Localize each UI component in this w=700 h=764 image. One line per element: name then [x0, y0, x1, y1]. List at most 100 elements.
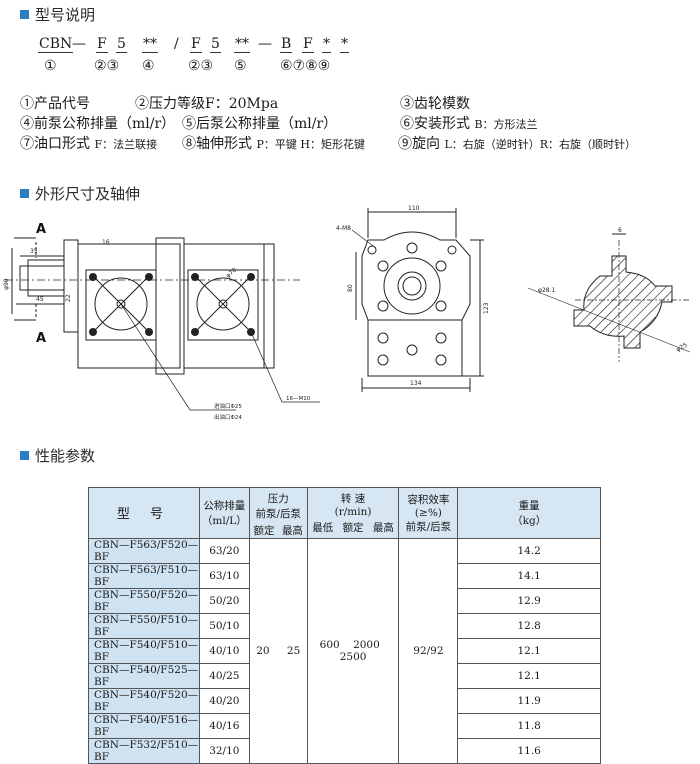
cell-model: CBN—F563/F510—BF: [88, 562, 200, 589]
cell-model: CBN—F540/F510—BF: [88, 637, 200, 664]
cell-weight: 11.6: [457, 737, 601, 764]
code-number: ④: [142, 58, 155, 74]
cell-displacement: 40/25: [198, 662, 250, 689]
header-line: 容积效率: [407, 493, 450, 506]
code-part: 5: [210, 36, 221, 53]
header-line: 重量: [518, 499, 540, 512]
header-unit: (r/min): [334, 506, 372, 518]
header-sub: 最高: [281, 525, 303, 537]
desc-item: ③齿轮模数: [400, 96, 470, 112]
code-part: **: [142, 36, 158, 53]
table-row: CBN—F563/F520—BF 63/20 20 25 600 2000 25…: [88, 537, 601, 764]
header-unit: （kg）: [512, 514, 547, 527]
cell-efficiency: 92/92: [398, 537, 459, 764]
bolt-label: 4-M8: [336, 225, 351, 232]
col-header-speed: 转 速 (r/min) 最低 额定 最高: [306, 487, 400, 538]
cell-weight: 14.2: [457, 537, 601, 564]
desc-label: ⑧轴伸形式: [182, 136, 252, 152]
cell-value: 2000: [353, 638, 380, 651]
side-view-drawing: A A φ90 35: [3, 222, 320, 421]
header-unit: （ml/L）: [201, 514, 247, 527]
dimension-label: 45: [36, 296, 44, 303]
cell-displacement: 32/10: [198, 737, 250, 764]
cell-pressure: 20 25: [248, 537, 308, 764]
code-part: F: [190, 36, 202, 53]
header-unit: 前泵/后泵: [405, 520, 452, 533]
cell-weight: 11.8: [457, 712, 601, 739]
desc-item: ⑥安装形式 B：方形法兰: [400, 113, 538, 133]
code-number: ②③: [188, 58, 214, 74]
cell-displacement: 50/20: [198, 587, 250, 614]
dimension-label: 6: [618, 227, 622, 234]
cell-value: 2500: [339, 650, 367, 663]
cell-model: CBN—F550/F510—BF: [88, 612, 200, 639]
section-label-a: A: [36, 222, 46, 237]
cell-value: 25: [286, 644, 301, 657]
port-note: 出油口Φ24: [214, 413, 242, 421]
code-part: **: [234, 36, 250, 53]
dimension-label: φ70: [225, 267, 239, 280]
header-sub: 最低: [312, 522, 334, 534]
code-part: F: [96, 36, 108, 53]
section-title-text: 性能参数: [35, 447, 96, 465]
dimension-label: 134: [410, 380, 422, 387]
header-line: 转 速: [340, 493, 366, 505]
dimension-label: 35: [30, 248, 38, 255]
col-header-model: 型 号: [88, 487, 200, 539]
code-part: 5: [116, 36, 127, 53]
code-dash: —: [72, 36, 86, 52]
dimension-label: 123: [483, 302, 490, 314]
desc-detail: L：右旋（逆时针）R：右旋（顺时针）: [444, 138, 637, 151]
col-header-weight: 重量 （kg）: [457, 487, 601, 539]
cell-model: CBN—F550/F520—BF: [88, 587, 200, 614]
square-bullet-icon: [20, 451, 29, 460]
desc-detail: P：平键 H：矩形花键: [256, 138, 365, 151]
code-number: ①: [44, 58, 57, 74]
header-sub: 额定: [342, 522, 364, 534]
dimension-label: 80: [347, 284, 354, 292]
desc-detail: B：方形法兰: [474, 118, 538, 131]
desc-item: ④前泵公称排量（ml/r）: [20, 116, 176, 132]
cell-weight: 12.1: [457, 662, 601, 689]
cell-model: CBN—F540/F525—BF: [88, 662, 200, 689]
cell-model: CBN—F532/F510—BF: [88, 737, 200, 764]
section-label-a: A: [36, 331, 46, 346]
code-number: ⑥⑦⑧⑨: [280, 58, 331, 74]
dimension-label: 110: [408, 205, 420, 212]
cell-weight: 12.1: [457, 637, 601, 664]
header-sub: 额定: [253, 525, 275, 537]
front-view-drawing: 110 4-M8 80 123 134: [336, 205, 490, 392]
cell-displacement: 63/10: [198, 562, 250, 589]
code-part: B: [280, 36, 293, 53]
code-number: ⑤: [234, 58, 247, 74]
performance-table-body: CBN—F563/F520—BF 63/20 20 25 600 2000 25…: [88, 537, 601, 764]
col-header-displacement: 公称排量 （ml/L）: [198, 487, 250, 539]
cell-displacement: 40/16: [198, 712, 250, 739]
desc-detail: F：法兰联接: [94, 138, 158, 151]
code-part: CBN: [38, 36, 74, 53]
desc-label: ⑨旋向: [398, 136, 440, 152]
header-unit: 前泵/后泵: [255, 508, 302, 520]
cell-model: CBN—F563/F520—BF: [88, 537, 200, 564]
dimension-label: φ90: [3, 278, 10, 290]
desc-item: ②压力等级F：20Mpa: [135, 96, 279, 112]
code-part: *: [322, 36, 331, 53]
code-part: F: [302, 36, 314, 53]
desc-item: ⑧轴伸形式 P：平键 H：矩形花键: [182, 133, 365, 153]
cell-model: CBN—F540/F520—BF: [88, 687, 200, 714]
cell-speed: 600 2000 2500: [306, 537, 400, 764]
desc-item: ⑨旋向 L：右旋（逆时针）R：右旋（顺时针）: [398, 133, 636, 153]
thread-note: 16—M10: [286, 396, 311, 402]
code-dash: —: [258, 36, 272, 52]
cell-displacement: 40/20: [198, 687, 250, 714]
header-line: 公称排量: [203, 499, 246, 512]
header-line: 压力: [267, 493, 289, 505]
desc-label: ⑥安装形式: [400, 116, 470, 132]
cell-value: 600: [319, 638, 340, 651]
section-title-dimensions: 外形尺寸及轴伸: [20, 183, 140, 204]
col-header-pressure: 压力 前泵/后泵 额定 最高: [248, 487, 308, 538]
cell-displacement: 50/10: [198, 612, 250, 639]
dimension-label: 22: [65, 294, 72, 302]
